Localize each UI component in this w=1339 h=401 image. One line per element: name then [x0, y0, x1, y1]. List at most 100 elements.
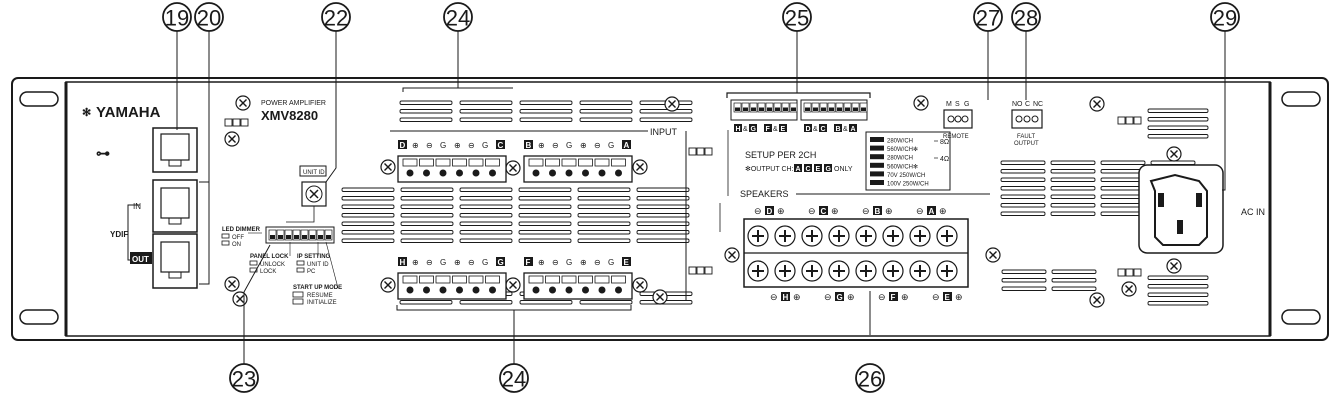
- vent-slot: [1147, 275, 1209, 280]
- vent-slot: [1050, 186, 1096, 191]
- callout-23: 23: [229, 363, 259, 393]
- svg-text:H: H: [783, 293, 789, 302]
- speaker-terminal-screw: [801, 225, 823, 247]
- vent-slot: [1147, 292, 1209, 297]
- vent-slot: [579, 100, 633, 105]
- svg-text:C: C: [806, 166, 811, 173]
- svg-text:25: 25: [785, 6, 809, 31]
- ydif-out-label: OUT: [132, 255, 149, 264]
- svg-text:280W/CH: 280W/CH: [887, 139, 913, 145]
- setup-dip-switch-left[interactable]: [730, 99, 798, 121]
- fault-output-connector[interactable]: [1011, 109, 1043, 129]
- speaker-terminal-screw: [747, 225, 769, 247]
- svg-text:⊕: ⊕: [831, 206, 839, 216]
- panel-lock-lock: LOCK: [260, 269, 276, 275]
- vent-slot: [1051, 278, 1097, 283]
- vent-slot: [636, 213, 690, 218]
- vent-slot: [1147, 125, 1209, 130]
- speakers-label: SPEAKERS: [740, 189, 789, 199]
- svg-text:⊖: ⊖: [426, 141, 433, 150]
- vent-slot: [399, 300, 453, 305]
- vent-slot: [1117, 116, 1126, 125]
- svg-text:70V 250W/CH: 70V 250W/CH: [887, 173, 925, 179]
- model-line: POWER AMPLIFIER: [261, 100, 326, 107]
- start-up-mode-title: START UP MODE: [293, 285, 342, 291]
- screw-icon: [380, 277, 396, 293]
- vent-slot: [1000, 211, 1046, 216]
- vent-slot: [518, 187, 572, 192]
- vent-slot: [1050, 194, 1096, 199]
- svg-text:⊖: ⊖: [468, 141, 475, 150]
- vent-slot: [518, 221, 572, 226]
- screw-icon: [985, 247, 1001, 263]
- svg-text:⊕: ⊕: [901, 292, 909, 302]
- ydif-in-port[interactable]: [152, 179, 198, 233]
- setup-mode-row: 280W/CH: [870, 137, 913, 145]
- vent-slot: [399, 109, 453, 114]
- vent-slot: [636, 196, 690, 201]
- svg-text:29: 29: [1213, 6, 1237, 31]
- remote-pin-s: S: [955, 101, 960, 108]
- svg-text:27: 27: [976, 6, 1000, 31]
- vent-slot: [704, 147, 713, 156]
- setup-dip-switch-right[interactable]: [800, 99, 868, 121]
- svg-text:E: E: [816, 166, 821, 173]
- vent-slot: [636, 238, 690, 243]
- svg-text:⊕: ⊕: [412, 258, 419, 267]
- callout-28: 28: [1011, 2, 1041, 32]
- ip-setting-unit-id: UNIT ID: [307, 262, 329, 268]
- vent-slot: [341, 196, 395, 201]
- rack-hole: [19, 91, 59, 107]
- function-dip-switch[interactable]: [265, 206, 335, 244]
- unit-id-label: UNIT ID: [303, 170, 325, 176]
- led-dimmer-on: ON: [232, 242, 241, 248]
- vent-slot: [518, 204, 572, 209]
- vent-slot: [1001, 269, 1047, 274]
- svg-text:⊕: ⊕: [939, 206, 947, 216]
- callout-19: 19: [162, 2, 192, 32]
- brand-logo: YAMAHA: [96, 104, 161, 121]
- vent-slot: [577, 204, 631, 209]
- start-up-initialize: INITIALIZE: [307, 300, 337, 306]
- vent-slot: [579, 300, 633, 305]
- setup-mode-row: 560W/CH✻: [870, 162, 918, 170]
- network-port[interactable]: ⊶: [96, 127, 198, 173]
- vent-slot: [1100, 160, 1146, 165]
- vent-slot: [577, 187, 631, 192]
- vent-slot: [636, 221, 690, 226]
- speaker-terminal-block[interactable]: [743, 218, 969, 288]
- svg-text:A: A: [796, 166, 801, 173]
- svg-text:F: F: [766, 126, 771, 133]
- svg-text:G: G: [566, 258, 572, 267]
- ac-in-labels: AC IN: [1241, 207, 1265, 217]
- vent-slot: [696, 266, 705, 275]
- vent-slot: [1125, 268, 1134, 277]
- callout-25: 25: [782, 2, 812, 32]
- speaker-terminal-screw: [936, 260, 958, 282]
- speaker-terminal-screw: [747, 260, 769, 282]
- vent-slot: [518, 230, 572, 235]
- screw-icon: [913, 95, 929, 111]
- vent-slot: [400, 230, 454, 235]
- svg-text:⊕: ⊕: [777, 206, 785, 216]
- ac-inlet[interactable]: [1138, 164, 1224, 254]
- svg-text:100V 250W/CH: 100V 250W/CH: [887, 182, 929, 188]
- ydif-out-port[interactable]: [152, 233, 198, 289]
- unit-id-switch[interactable]: UNIT ID: [299, 165, 327, 207]
- svg-text:560W/CH✻: 560W/CH✻: [887, 146, 918, 153]
- vent-slot: [1147, 301, 1209, 306]
- vent-slot: [518, 238, 572, 243]
- svg-text:G: G: [837, 293, 843, 302]
- fault-label-1: FAULT: [1017, 134, 1036, 140]
- remote-connector[interactable]: [943, 109, 973, 129]
- setup-title: SETUP PER 2CH: [745, 150, 816, 160]
- svg-text:G: G: [482, 258, 488, 267]
- speaker-terminal-screw: [774, 225, 796, 247]
- vent-slot: [639, 117, 693, 122]
- vent-slot: [1000, 169, 1046, 174]
- setup-group-2: F&E: [764, 124, 787, 133]
